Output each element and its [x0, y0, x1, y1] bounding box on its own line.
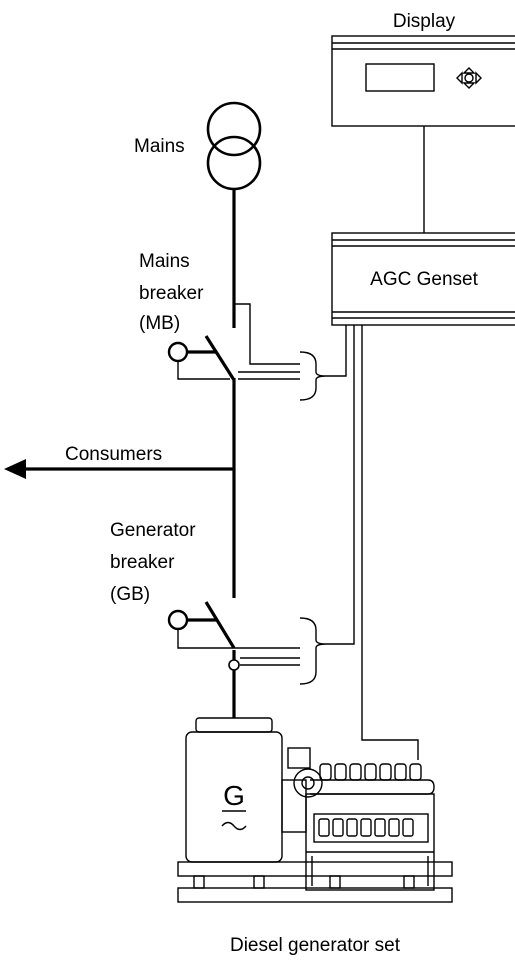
- display-label: Display: [393, 11, 456, 32]
- mains-breaker-bracket: [299, 351, 327, 401]
- consumers-feed: Consumers: [4, 444, 234, 479]
- generator-breaker-bracket: [299, 617, 327, 685]
- controller-wiring: [326, 325, 419, 760]
- agc-genset-label: AGC Genset: [370, 269, 478, 290]
- display-unit: Display: [331, 11, 515, 127]
- mains-transformer-icon: Mains: [134, 101, 262, 191]
- generator-breaker: Generator breaker (GB): [110, 520, 300, 671]
- mains-breaker: Mains breaker (MB): [139, 251, 300, 381]
- diesel-generator-set-label: Diesel generator set: [230, 935, 401, 956]
- agc-genset-controller: AGC Genset: [331, 232, 515, 326]
- mains-breaker-handle-icon: [167, 341, 189, 363]
- mains-label: Mains: [134, 136, 185, 157]
- generator-symbol: G: [223, 780, 245, 811]
- mains-breaker-blade: [204, 335, 236, 381]
- diesel-engine: [287, 747, 435, 891]
- consumers-arrow-icon: [4, 459, 26, 479]
- mains-breaker-label: Mains breaker (MB): [139, 251, 209, 334]
- generator-breaker-label: Generator breaker (GB): [110, 520, 201, 605]
- generator-unit: G: [185, 717, 307, 863]
- base-frame: [177, 861, 453, 903]
- display-screen: [365, 63, 435, 92]
- engine-pulley-icon: [293, 768, 323, 798]
- navigation-keypad-icon: [456, 67, 482, 89]
- consumers-label: Consumers: [65, 444, 162, 465]
- generator-breaker-handle-icon: [167, 609, 189, 631]
- current-transformer-icon: [228, 659, 240, 671]
- generator-breaker-blade: [204, 601, 236, 649]
- ac-wave-icon: [221, 821, 247, 831]
